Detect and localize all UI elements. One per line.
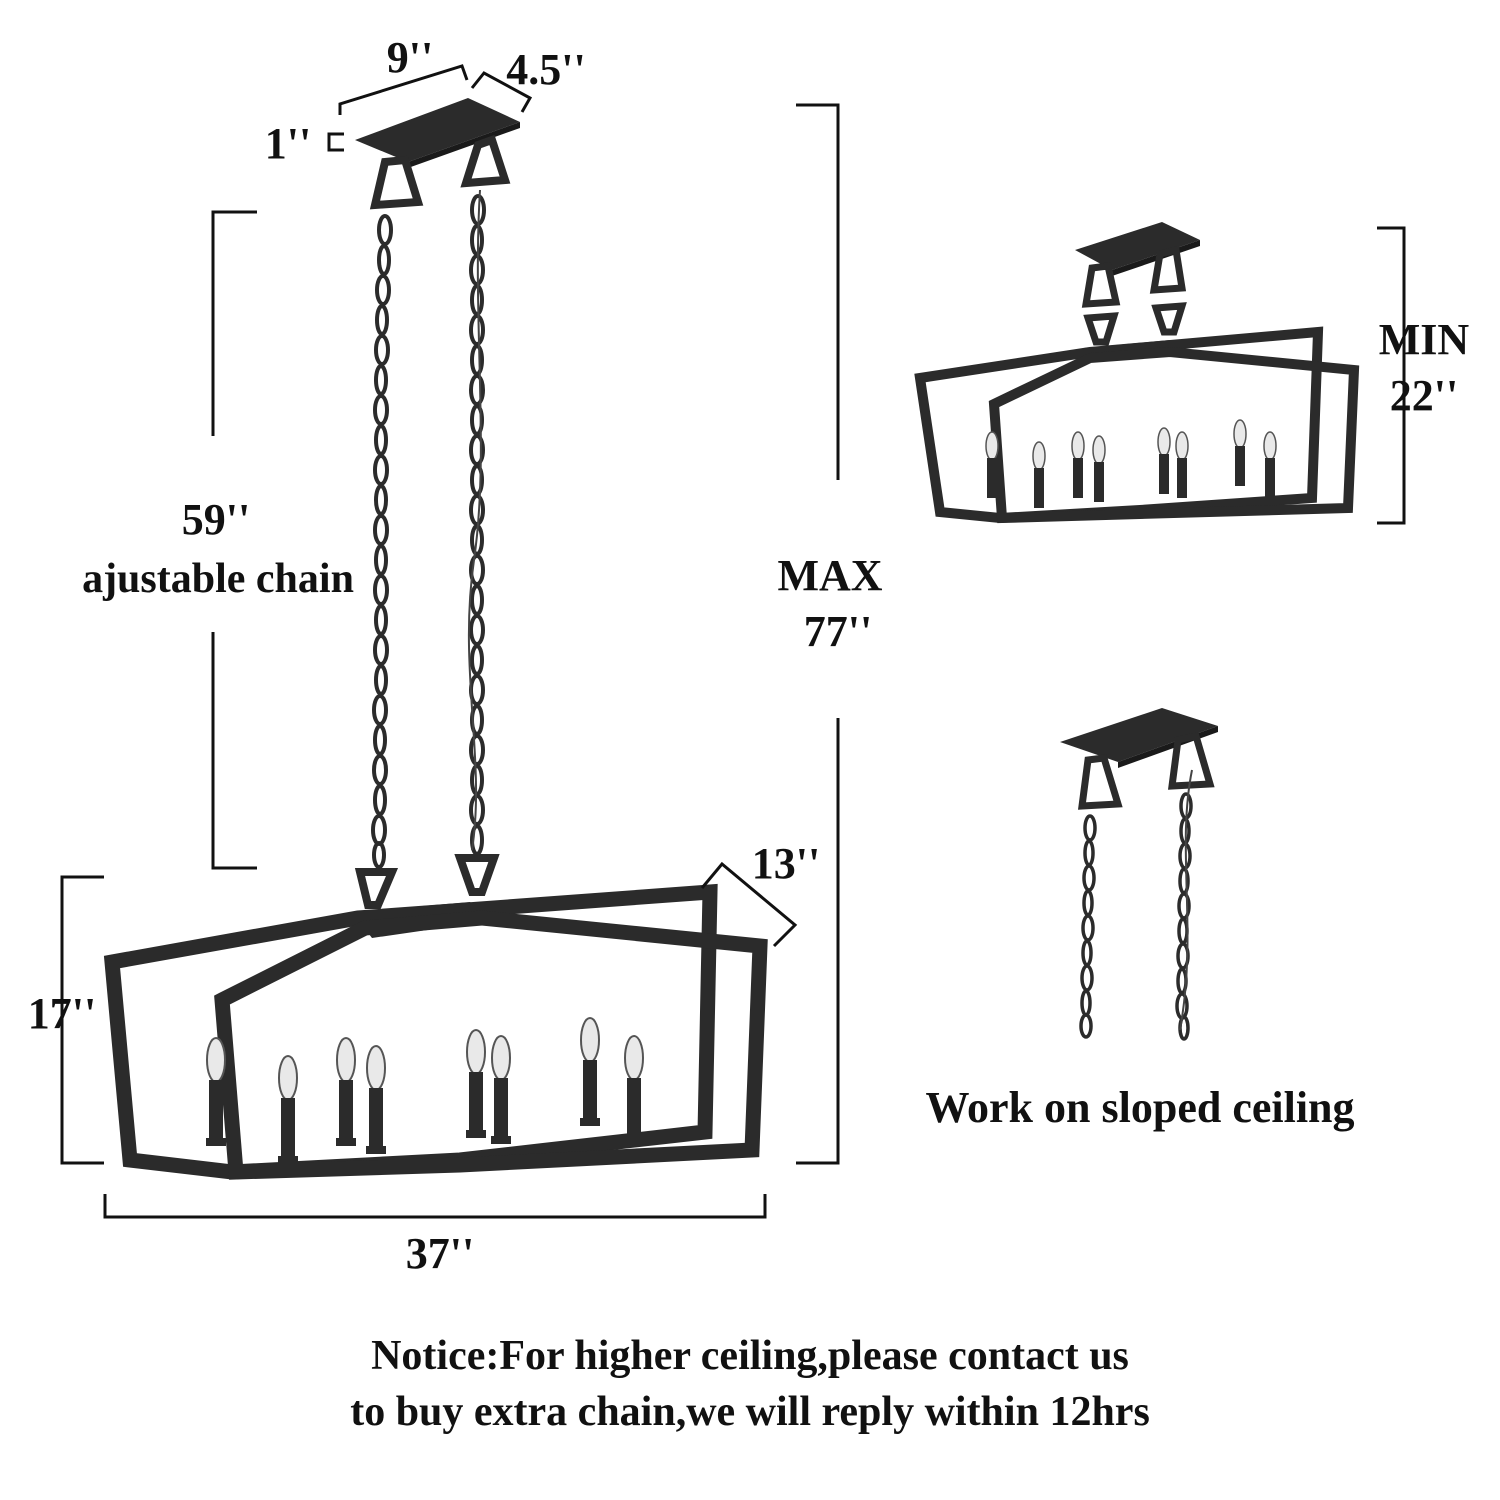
bulb <box>465 1029 487 1139</box>
dimension-lines <box>60 64 1406 1219</box>
bulb <box>277 1055 299 1165</box>
canopy-hook-left <box>369 155 424 210</box>
bulb <box>579 1017 601 1127</box>
canopy-width-label: 4.5'' <box>506 45 585 94</box>
min-label: MIN <box>1379 315 1470 364</box>
max-height-label: 77'' <box>804 607 872 656</box>
bulbs-min <box>985 419 1277 509</box>
sloped-hook-right <box>1167 731 1215 790</box>
min-canopy-plate <box>1075 222 1200 270</box>
frame-hook-left <box>354 868 399 909</box>
bulb <box>1233 419 1247 487</box>
bulb <box>1175 431 1189 499</box>
bulb <box>335 1037 357 1147</box>
frame-inner <box>214 910 768 1180</box>
min-height-label: 22'' <box>1390 371 1458 420</box>
bulb <box>1032 441 1046 509</box>
bulb <box>1071 431 1085 499</box>
bulb <box>1263 431 1277 499</box>
frame-outer <box>103 883 718 1180</box>
chain-length-label: 59'' <box>182 495 250 544</box>
canopy-plate <box>355 98 520 162</box>
sloped-canopy-plate <box>1060 708 1218 762</box>
notice-line-2: to buy extra chain,we will reply within … <box>350 1389 1150 1435</box>
bulb <box>1157 427 1171 495</box>
canopy-height-label: 1'' <box>265 119 311 168</box>
chain-left <box>371 214 393 869</box>
frame-height-label: 17'' <box>28 989 96 1038</box>
min-frame-inner <box>988 346 1360 524</box>
bulb <box>623 1035 645 1145</box>
bulb <box>1092 435 1106 503</box>
min-hook-right-upper <box>1149 245 1187 294</box>
power-cord <box>467 189 482 851</box>
sloped-chain-left <box>1079 814 1097 1039</box>
min-frame-outer <box>914 326 1324 524</box>
canopy-length-label: 9'' <box>387 33 433 82</box>
main-fixture <box>103 98 768 1180</box>
min-fixture <box>914 222 1360 524</box>
frame-length-label: 37'' <box>406 1229 474 1278</box>
chain-note-label: ajustable chain <box>82 556 354 602</box>
canopy-hook-right <box>460 134 511 188</box>
max-label: MAX <box>777 551 882 600</box>
bulb <box>490 1035 512 1145</box>
min-hook-left-lower <box>1083 312 1119 346</box>
frame-hook-right <box>454 854 500 896</box>
sloped-hook-left <box>1077 754 1123 810</box>
sloped-ceiling-fixture <box>1060 708 1218 1041</box>
frame-width-label: 13'' <box>752 839 820 888</box>
min-hook-left-upper <box>1081 262 1121 308</box>
min-hook-right-lower <box>1151 302 1187 336</box>
bulb <box>205 1037 227 1147</box>
bulb <box>365 1045 387 1155</box>
sloped-power-cord <box>1179 769 1193 1031</box>
notice-line-1: Notice:For higher ceiling,please contact… <box>371 1333 1129 1379</box>
bulb <box>985 431 999 499</box>
sloped-ceiling-caption: Work on sloped ceiling <box>925 1083 1354 1132</box>
